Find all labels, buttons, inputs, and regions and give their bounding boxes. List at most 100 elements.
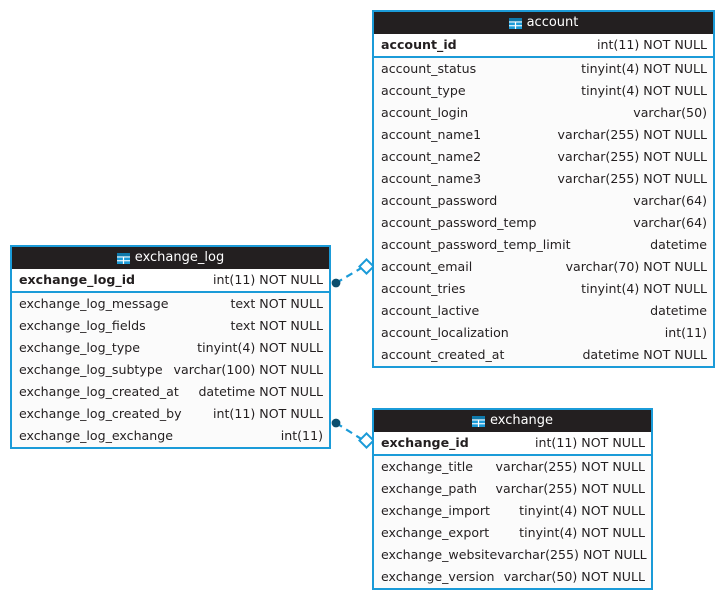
column-name: exchange_log_exchange xyxy=(19,428,174,443)
table-icon xyxy=(471,415,485,427)
table-row[interactable]: account_localization int(11) xyxy=(374,322,713,344)
entity-title-exchange: exchange xyxy=(489,413,554,428)
column-name: account_login xyxy=(381,105,469,120)
relationship-exchange-log-to-account[interactable] xyxy=(331,258,375,288)
column-type: tinyint(4) NOT NULL xyxy=(519,525,645,540)
table-icon xyxy=(508,17,522,29)
column-type: varchar(255) NOT NULL xyxy=(557,127,707,142)
table-row[interactable]: exchange_log_exchange int(11) xyxy=(12,425,329,447)
table-row[interactable]: account_lactive datetime xyxy=(374,300,713,322)
table-row[interactable]: account_tries tinyint(4) NOT NULL xyxy=(374,278,713,300)
column-type: varchar(255) NOT NULL xyxy=(557,149,707,164)
column-name: account_status xyxy=(381,61,477,76)
column-name: exchange_log_message xyxy=(19,296,169,311)
column-type: int(11) xyxy=(664,325,707,340)
column-name: exchange_log_created_at xyxy=(19,384,179,399)
column-type: varchar(255) NOT NULL xyxy=(497,547,647,562)
column-name: exchange_export xyxy=(381,525,490,540)
column-type: int(11) xyxy=(280,428,323,443)
table-row[interactable]: exchange_export tinyint(4) NOT NULL xyxy=(374,522,651,544)
table-row[interactable]: account_password varchar(64) xyxy=(374,190,713,212)
column-type: int(11) NOT NULL xyxy=(535,435,645,450)
entity-exchange[interactable]: exchange exchange_id int(11) NOT NULL ex… xyxy=(372,408,653,590)
table-row[interactable]: account_password_temp_limit datetime xyxy=(374,234,713,256)
column-type: tinyint(4) NOT NULL xyxy=(581,61,707,76)
column-name: exchange_log_id xyxy=(19,272,136,287)
primary-key-row-exchange-log[interactable]: exchange_log_id int(11) NOT NULL xyxy=(12,269,329,293)
column-name: exchange_website xyxy=(381,547,498,562)
entity-account[interactable]: account account_id int(11) NOT NULL acco… xyxy=(372,10,715,368)
relationship-line xyxy=(335,422,364,441)
column-list-exchange: exchange_title varchar(255) NOT NULL exc… xyxy=(374,456,651,588)
column-name: exchange_log_type xyxy=(19,340,141,355)
column-type: varchar(255) NOT NULL xyxy=(495,481,645,496)
column-type: tinyint(4) NOT NULL xyxy=(581,281,707,296)
column-type: tinyint(4) NOT NULL xyxy=(581,83,707,98)
primary-key-row-exchange[interactable]: exchange_id int(11) NOT NULL xyxy=(374,432,651,456)
table-row[interactable]: account_type tinyint(4) NOT NULL xyxy=(374,80,713,102)
table-row[interactable]: account_name1 varchar(255) NOT NULL xyxy=(374,124,713,146)
relationship-exchange-log-to-exchange[interactable] xyxy=(331,418,375,449)
column-type: varchar(64) xyxy=(633,193,707,208)
table-row[interactable]: account_email varchar(70) NOT NULL xyxy=(374,256,713,278)
entity-header-exchange[interactable]: exchange xyxy=(374,410,651,432)
table-row[interactable]: exchange_import tinyint(4) NOT NULL xyxy=(374,500,651,522)
entity-exchange-log[interactable]: exchange_log exchange_log_id int(11) NOT… xyxy=(10,245,331,449)
column-type: int(11) NOT NULL xyxy=(597,37,707,52)
column-name: account_password xyxy=(381,193,498,208)
column-name: account_type xyxy=(381,83,466,98)
table-row[interactable]: account_password_temp varchar(64) xyxy=(374,212,713,234)
column-name: account_password_temp xyxy=(381,215,537,230)
table-row[interactable]: exchange_log_subtype varchar(100) NOT NU… xyxy=(12,359,329,381)
column-type: varchar(64) xyxy=(633,215,707,230)
entity-title-exchange-log: exchange_log xyxy=(134,250,225,265)
column-name: exchange_log_subtype xyxy=(19,362,163,377)
column-type: text NOT NULL xyxy=(230,318,323,333)
column-type: datetime NOT NULL xyxy=(198,384,323,399)
column-name: account_password_temp_limit xyxy=(381,237,571,252)
column-type: varchar(70) NOT NULL xyxy=(565,259,707,274)
table-row[interactable]: exchange_version varchar(50) NOT NULL xyxy=(374,566,651,588)
column-name: exchange_log_fields xyxy=(19,318,146,333)
column-type: int(11) NOT NULL xyxy=(213,272,323,287)
entity-title-account: account xyxy=(526,15,579,30)
table-row[interactable]: exchange_log_fields text NOT NULL xyxy=(12,315,329,337)
table-row[interactable]: exchange_title varchar(255) NOT NULL xyxy=(374,456,651,478)
table-row[interactable]: exchange_website varchar(255) NOT NULL xyxy=(374,544,651,566)
column-type: varchar(50) NOT NULL xyxy=(503,569,645,584)
column-name: account_email xyxy=(381,259,473,274)
relationship-endpoint-dot xyxy=(331,278,341,288)
table-row[interactable]: exchange_log_created_by int(11) NOT NULL xyxy=(12,403,329,425)
entity-header-account[interactable]: account xyxy=(374,12,713,34)
table-row[interactable]: exchange_log_message text NOT NULL xyxy=(12,293,329,315)
column-type: datetime xyxy=(650,237,707,252)
table-row[interactable]: account_status tinyint(4) NOT NULL xyxy=(374,58,713,80)
column-name: exchange_title xyxy=(381,459,474,474)
column-name: account_tries xyxy=(381,281,466,296)
column-list-account: account_status tinyint(4) NOT NULL accou… xyxy=(374,58,713,366)
table-row[interactable]: account_name3 varchar(255) NOT NULL xyxy=(374,168,713,190)
primary-key-row-account[interactable]: account_id int(11) NOT NULL xyxy=(374,34,713,58)
table-row[interactable]: account_name2 varchar(255) NOT NULL xyxy=(374,146,713,168)
table-row[interactable]: exchange_path varchar(255) NOT NULL xyxy=(374,478,651,500)
column-name: exchange_log_created_by xyxy=(19,406,182,421)
column-name: account_name2 xyxy=(381,149,482,164)
column-type: int(11) NOT NULL xyxy=(213,406,323,421)
column-type: varchar(50) xyxy=(633,105,707,120)
column-type: varchar(255) NOT NULL xyxy=(495,459,645,474)
table-row[interactable]: account_created_at datetime NOT NULL xyxy=(374,344,713,366)
column-type: datetime NOT NULL xyxy=(582,347,707,362)
table-row[interactable]: account_login varchar(50) xyxy=(374,102,713,124)
column-type: tinyint(4) NOT NULL xyxy=(519,503,645,518)
column-type: text NOT NULL xyxy=(230,296,323,311)
column-type: varchar(255) NOT NULL xyxy=(557,171,707,186)
column-name: account_created_at xyxy=(381,347,505,362)
column-type: tinyint(4) NOT NULL xyxy=(197,340,323,355)
table-row[interactable]: exchange_log_type tinyint(4) NOT NULL xyxy=(12,337,329,359)
column-name: account_id xyxy=(381,37,457,52)
table-row[interactable]: exchange_log_created_at datetime NOT NUL… xyxy=(12,381,329,403)
entity-header-exchange-log[interactable]: exchange_log xyxy=(12,247,329,269)
column-list-exchange-log: exchange_log_message text NOT NULL excha… xyxy=(12,293,329,447)
column-name: account_lactive xyxy=(381,303,480,318)
